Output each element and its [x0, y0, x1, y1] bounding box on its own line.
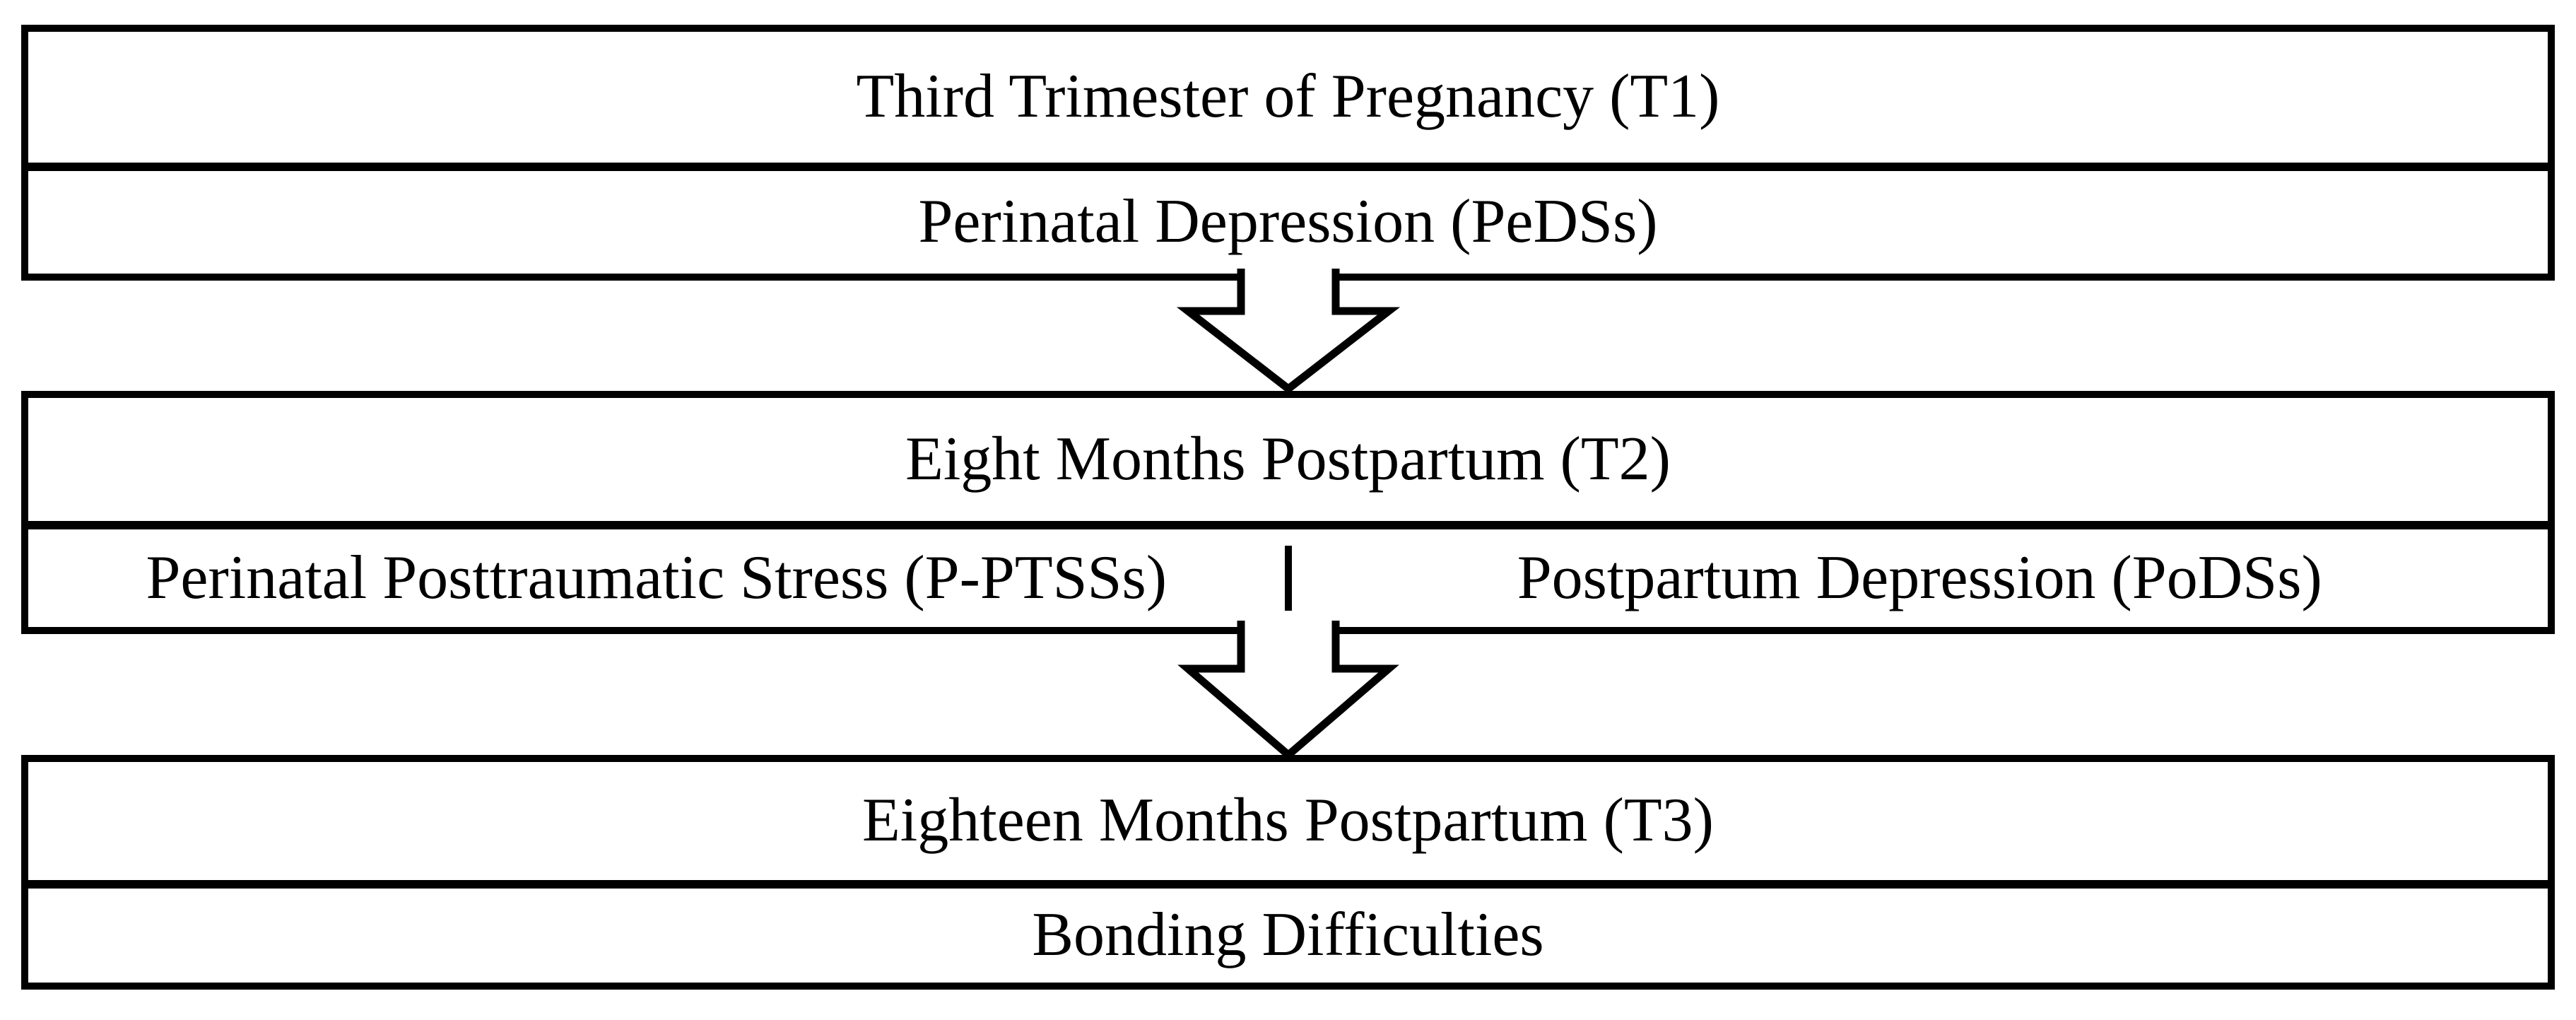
stage-t1-measure-row: Perinatal Depression (PeDSs) — [28, 163, 2548, 274]
stage-t2-measure-row: Perinatal Posttraumatic Stress (P-PTSSs)… — [28, 521, 2548, 627]
stage-t3-title-row: Eighteen Months Postpartum (T3) — [28, 762, 2548, 880]
stage-t2-measure-right-cell: Postpartum Depression (PoDSs) — [1284, 543, 2548, 612]
stage-t3-measure: Bonding Difficulties — [1032, 901, 1544, 970]
stage-box-t2: Eight Months Postpartum (T2) Perinatal P… — [21, 391, 2555, 634]
stage-t1-title: Third Trimester of Pregnancy (T1) — [856, 62, 1720, 131]
stage-t3-title: Eighteen Months Postpartum (T3) — [862, 786, 1714, 855]
down-arrow-icon — [1177, 621, 1399, 761]
down-arrow-icon — [1176, 269, 1401, 394]
stage-t1-measure: Perinatal Depression (PeDSs) — [918, 187, 1658, 257]
stage-t2-measure-left-cell: Perinatal Posttraumatic Stress (P-PTSSs) — [28, 543, 1285, 612]
stage-box-t1: Third Trimester of Pregnancy (T1) Perina… — [21, 25, 2555, 281]
stage-t2-title: Eight Months Postpartum (T2) — [905, 424, 1671, 493]
stage-t2-measure-right: Postpartum Depression (PoDSs) — [1517, 543, 2322, 612]
stage-t1-title-row: Third Trimester of Pregnancy (T1) — [28, 32, 2548, 163]
stage-t2-title-row: Eight Months Postpartum (T2) — [28, 398, 2548, 521]
stage-t3-measure-row: Bonding Difficulties — [28, 880, 2548, 983]
stage-t2-measure-left: Perinatal Posttraumatic Stress (P-PTSSs) — [146, 543, 1168, 612]
stage-box-t3: Eighteen Months Postpartum (T3) Bonding … — [21, 755, 2555, 990]
